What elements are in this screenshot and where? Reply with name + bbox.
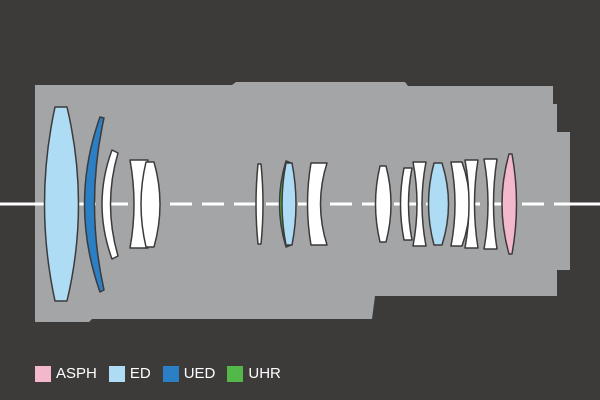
lens-element-11 [399,167,413,241]
lens-element-12 [412,161,427,247]
legend-label-asph: ASPH [56,365,97,382]
legend-label-ued: UED [183,365,216,382]
lens-element-15 [464,159,479,249]
legend-item-asph: ASPH [35,366,97,382]
lens-element-16 [483,158,498,250]
lens-element-10 [374,165,392,243]
lens-element-17 [501,153,518,255]
legend-item-uhr: UHR [227,366,281,382]
lens-element-6 [255,163,264,245]
legend-item-ued: UED [162,365,216,382]
lens-element-3 [101,149,119,260]
lens-element-1 [43,106,80,302]
lens-element-8 [281,162,297,246]
ued-swatch [162,366,179,382]
legend-item-ed: ED [108,365,151,382]
asph-swatch [35,366,51,382]
lens-barrel [35,82,570,322]
ed-swatch [108,366,125,382]
legend-label-uhr: UHR [248,365,281,382]
lens-element-9 [306,162,328,246]
lens-element-5 [140,161,161,248]
legend-label-ed: ED [129,365,151,382]
uhr-swatch [227,366,244,382]
lens-element-2 [83,116,105,293]
lens-element-13 [427,162,450,246]
legend: ASPH ED UED UHR [35,366,293,382]
